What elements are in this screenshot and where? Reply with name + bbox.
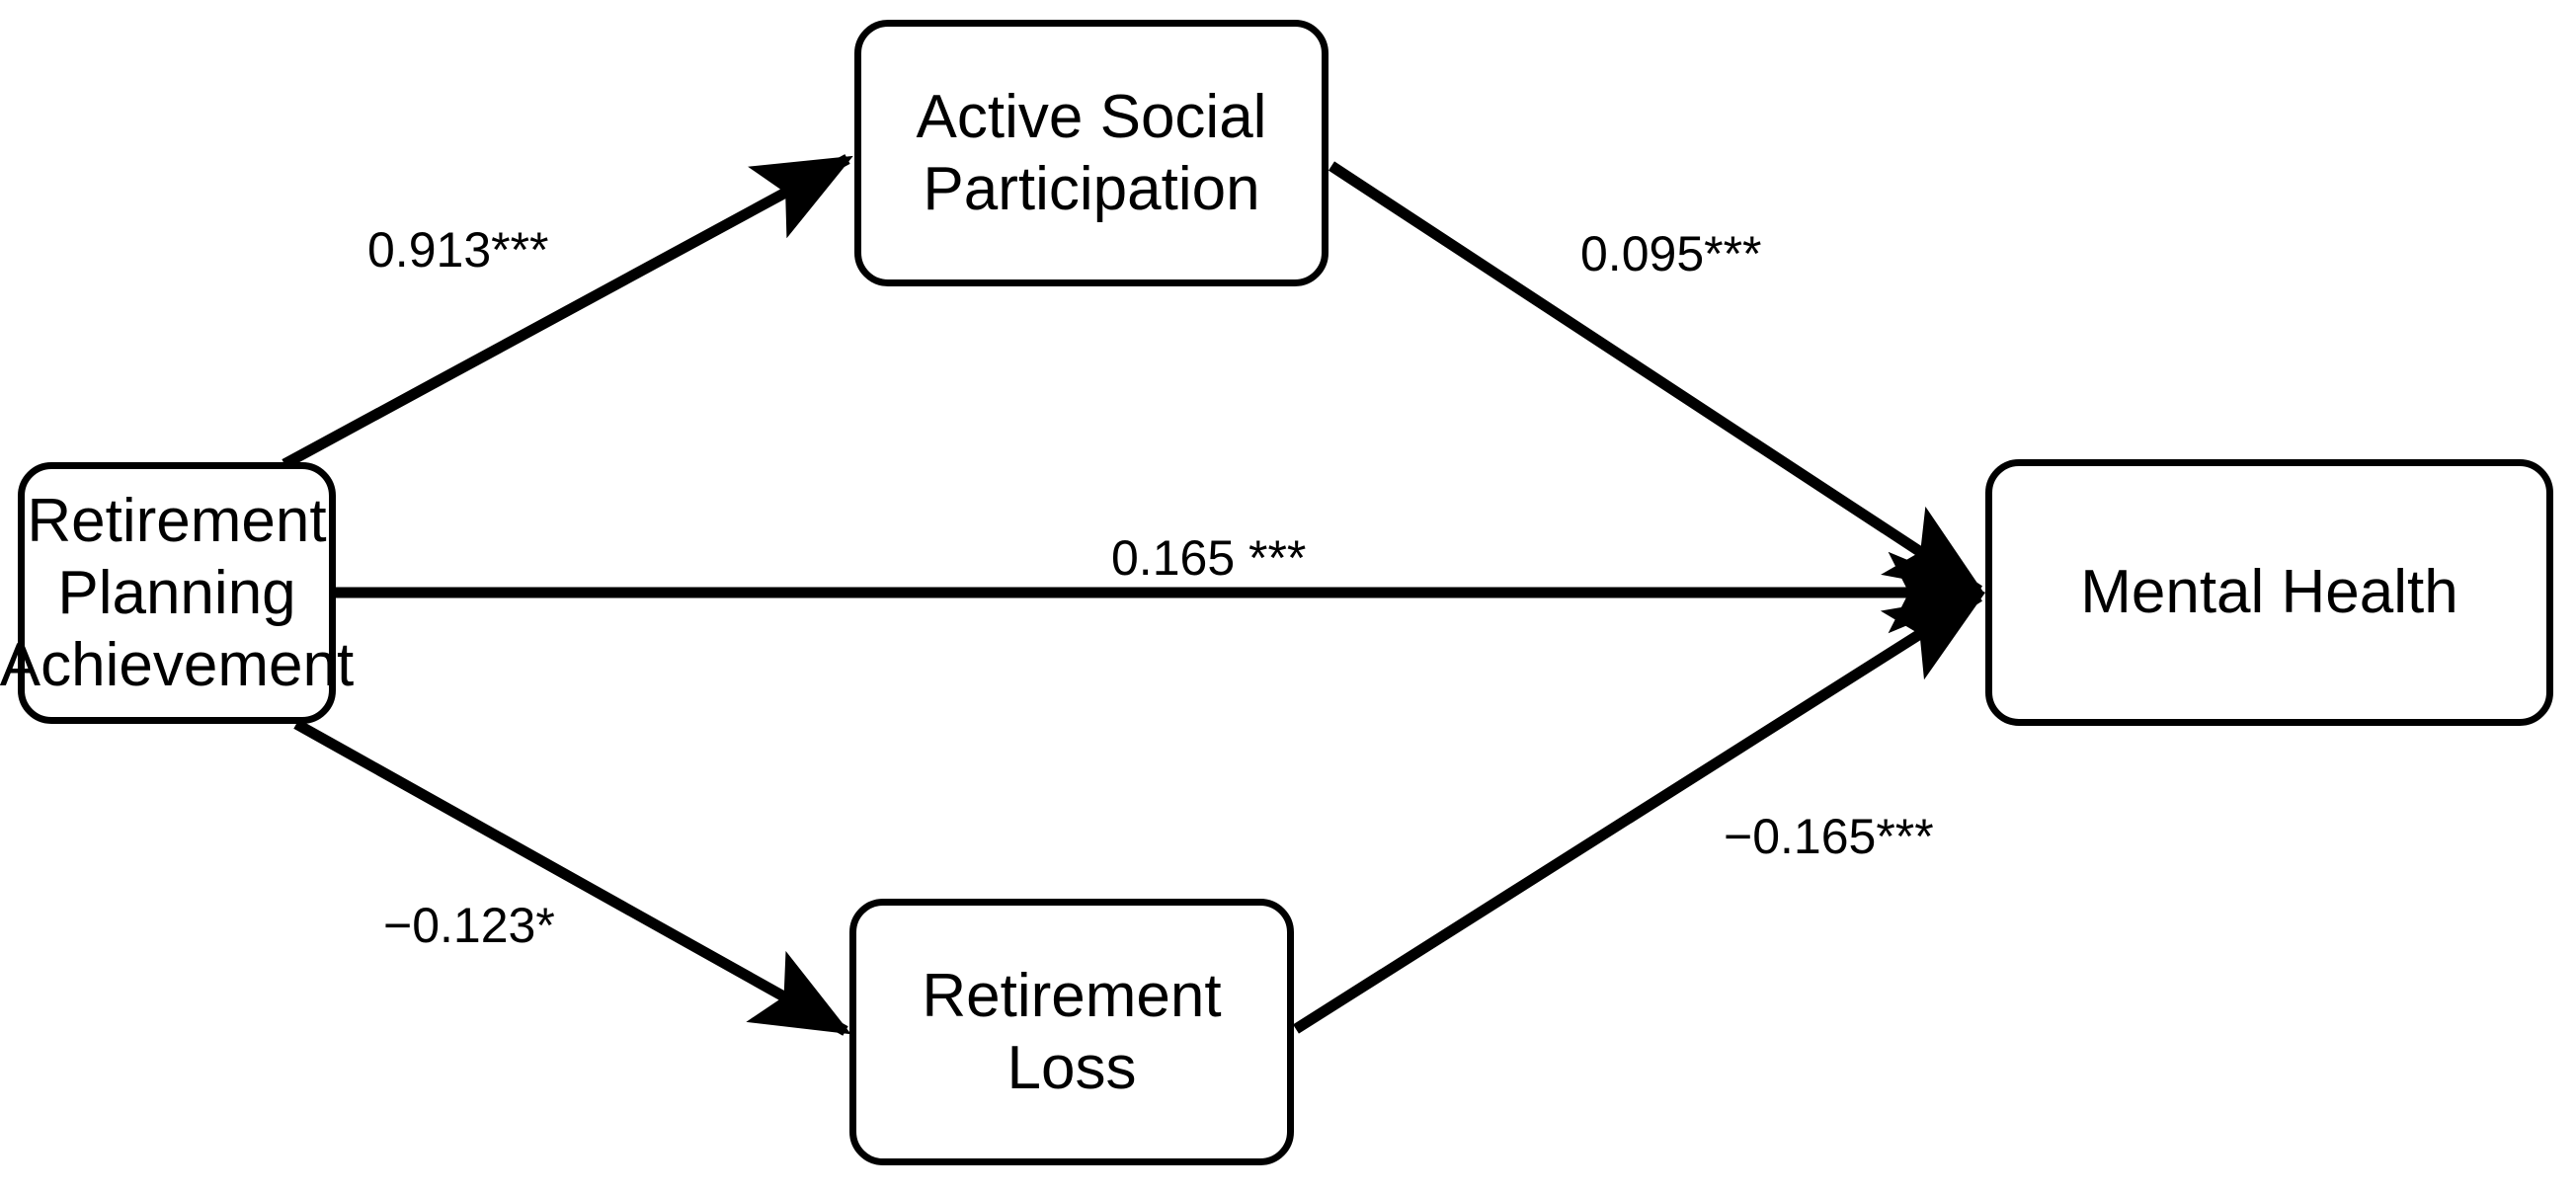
node-label-retirement-planning-achievement: Retirement Planning Achievement [0, 486, 355, 700]
node-label-retirement-loss: Retirement Loss [922, 961, 1222, 1102]
node-mental-health[interactable]: Mental Health [1985, 459, 2553, 726]
node-label-active-social-participation: Active Social Participation [916, 82, 1267, 223]
edge-label-rl-to-mh: −0.165*** [1724, 809, 1934, 864]
node-retirement-planning-achievement[interactable]: Retirement Planning Achievement [0, 462, 354, 724]
edge-label-rpa-to-rl: −0.123* [383, 898, 555, 953]
node-retirement-loss[interactable]: Retirement Loss [849, 899, 1294, 1165]
edge-arrow-rpa-to-asp [282, 154, 853, 469]
edge-label-asp-to-mh: 0.095*** [1580, 226, 1762, 281]
edge-label-rpa-to-asp: 0.913*** [367, 222, 549, 278]
edge-arrow-rl-to-mh [1293, 592, 1985, 1034]
edge-arrow-asp-to-mh [1328, 161, 1985, 596]
edge-label-rpa-to-mh: 0.165 *** [1111, 530, 1307, 586]
node-label-mental-health: Mental Health [2080, 558, 2458, 627]
edge-arrow-rpa-to-rl [293, 719, 851, 1036]
node-active-social-participation[interactable]: Active Social Participation [854, 20, 1328, 286]
